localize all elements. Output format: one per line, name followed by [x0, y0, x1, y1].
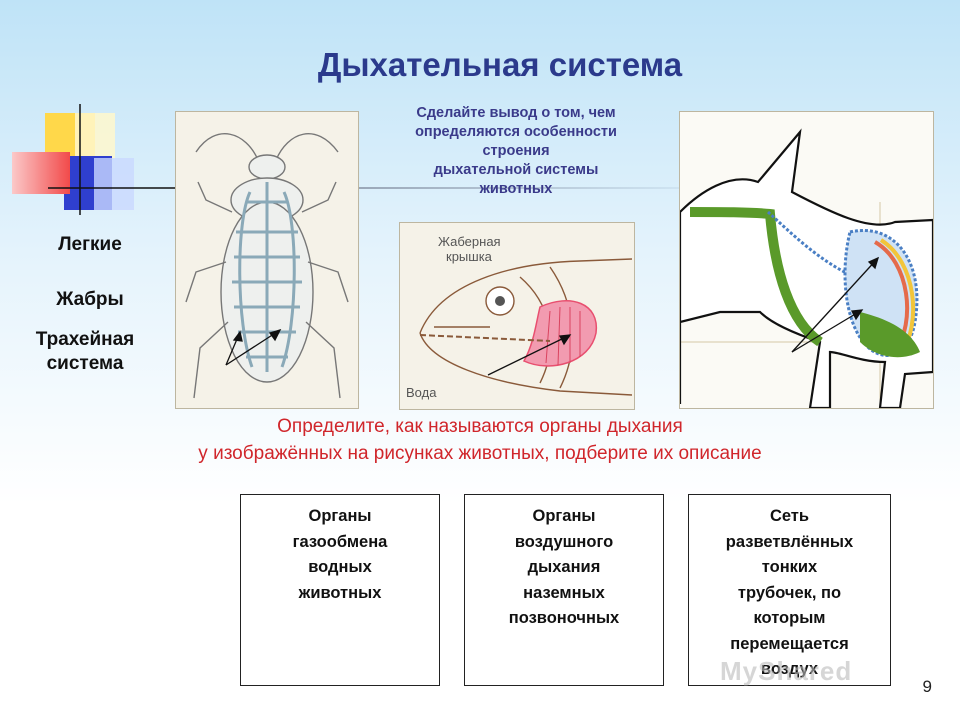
card-line: трубочек, по: [737, 583, 842, 602]
question-line: Сделайте вывод о том, чем: [416, 105, 616, 121]
card-line: разветвлённых: [725, 532, 854, 551]
gill-cover-label-line1: Жаберная: [438, 234, 501, 249]
cockroach-illustration: [185, 133, 349, 399]
question-text: Сделайте вывод о том, чем определяются о…: [372, 104, 660, 199]
description-card-gills[interactable]: Органы газообмена водных животных: [240, 494, 440, 686]
card-line: тонких: [761, 558, 818, 576]
instruction-text: Определите, как называются органы дыхани…: [60, 413, 900, 467]
question-line: животных: [479, 181, 553, 197]
card-line: воздух: [760, 660, 819, 678]
page-number: 9: [922, 677, 932, 696]
decorative-squares: [12, 104, 180, 215]
page-title: Дыхательная система: [317, 46, 683, 83]
question-line: дыхательной системы: [433, 162, 599, 178]
label-trachea-line: система: [46, 353, 124, 374]
label-gills[interactable]: Жабры: [56, 289, 124, 310]
cockroach-figure: [175, 111, 359, 409]
fish-illustration: Жаберная крышка Вода: [406, 234, 633, 400]
gill-cover-label-line2: крышка: [446, 249, 493, 264]
instruction-line: Определите, как называются органы дыхани…: [277, 416, 683, 437]
card-line: воздушного: [514, 532, 614, 551]
dog-figure: [679, 111, 934, 409]
fish-figure: Жаберная крышка Вода: [399, 222, 635, 410]
card-line: газообмена: [292, 532, 388, 551]
water-label: Вода: [406, 385, 437, 400]
question-line: определяются особенности: [415, 124, 617, 140]
card-line: водных: [308, 558, 372, 576]
card-line: перемещается: [730, 634, 849, 653]
description-card-trachea[interactable]: Сеть разветвлённых тонких трубочек, по к…: [688, 494, 891, 686]
label-lungs[interactable]: Легкие: [58, 234, 122, 255]
card-line: позвоночных: [508, 609, 620, 627]
card-line: Органы: [532, 507, 596, 525]
card-line: дыхания: [527, 558, 601, 576]
instruction-line: у изображённых на рисунках животных, под…: [198, 443, 762, 464]
card-line: Сеть: [769, 507, 810, 525]
card-line: животных: [298, 583, 382, 602]
description-card-lungs[interactable]: Органы воздушного дыхания наземных позво…: [464, 494, 664, 686]
question-line: строения: [482, 143, 550, 159]
label-trachea-line: Трахейная: [35, 329, 135, 350]
card-line: Органы: [308, 507, 372, 525]
label-trachea[interactable]: Трахейная система: [10, 328, 160, 376]
title-rule: [357, 187, 679, 189]
dog-illustration: [680, 128, 933, 408]
card-line: которым: [753, 609, 826, 627]
watermark: MyShared: [720, 656, 853, 686]
card-line: наземных: [523, 583, 605, 602]
